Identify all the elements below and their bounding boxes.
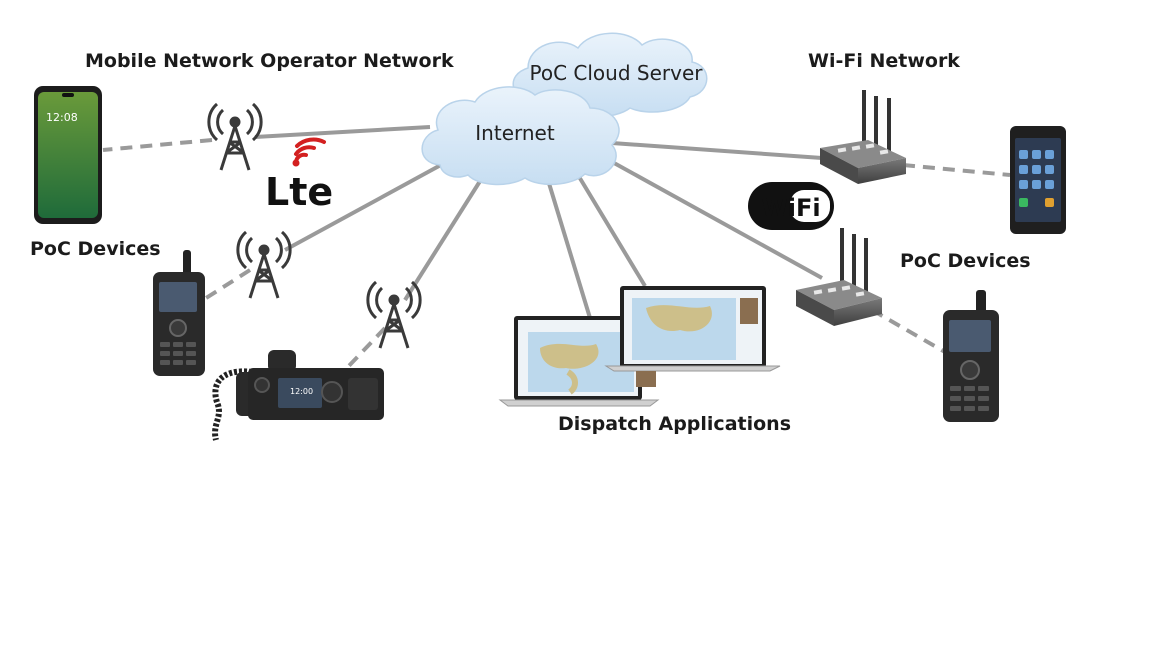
cloud-server-label: PoC Cloud Server [530, 61, 704, 85]
link-internet-router1 [611, 141, 823, 160]
poc-devices-left-label: PoC Devices [30, 238, 161, 260]
handheld-radio-right [943, 290, 999, 422]
laptop-dispatch [498, 316, 660, 407]
handheld-radio-left [153, 250, 205, 376]
link-internet-monitor [576, 173, 647, 288]
dispatch-applications-label: Dispatch Applications [558, 413, 791, 435]
monitor-dispatch [604, 286, 781, 387]
link-internet-tower2 [284, 158, 451, 252]
wifi-logo-text: WiFi [761, 194, 820, 222]
link-router1-tablet [902, 163, 1011, 177]
link-internet-router2 [604, 156, 823, 280]
mno-network-label: Mobile Network Operator Network [85, 50, 454, 72]
link-router2-radio [871, 308, 946, 354]
lte-logo-text: Lte [265, 170, 333, 214]
cell-tower-icon [366, 280, 422, 349]
link-tower2-radio [201, 268, 252, 302]
smartphone-device: 12:08 [34, 86, 102, 224]
smartphone-time: 12:08 [46, 111, 78, 124]
wifi-logo: WiFi [748, 182, 834, 230]
mobile-radio-time: 12:00 [290, 387, 313, 396]
lte-logo: Lte [265, 137, 333, 214]
link-internet-laptop [546, 179, 592, 319]
cell-tower-icon [236, 230, 292, 299]
poc-devices-right-label: PoC Devices [900, 250, 1031, 272]
wifi-network-label: Wi-Fi Network [808, 50, 960, 72]
wifi-router-icon [796, 228, 882, 326]
link-internet-tower3 [403, 176, 484, 302]
cell-tower-icon [207, 102, 263, 171]
connection-lines [102, 125, 1011, 372]
mobile-radio-device: 12:00 [212, 350, 384, 441]
link-tower1-phone [102, 138, 213, 152]
link-tower3-mobile [343, 326, 387, 372]
internet-label: Internet [475, 121, 555, 145]
wifi-router-icon [820, 90, 906, 184]
link-internet-tower1 [254, 125, 431, 139]
internet-cloud: Internet [421, 86, 620, 186]
android-radio-device [1010, 126, 1066, 234]
